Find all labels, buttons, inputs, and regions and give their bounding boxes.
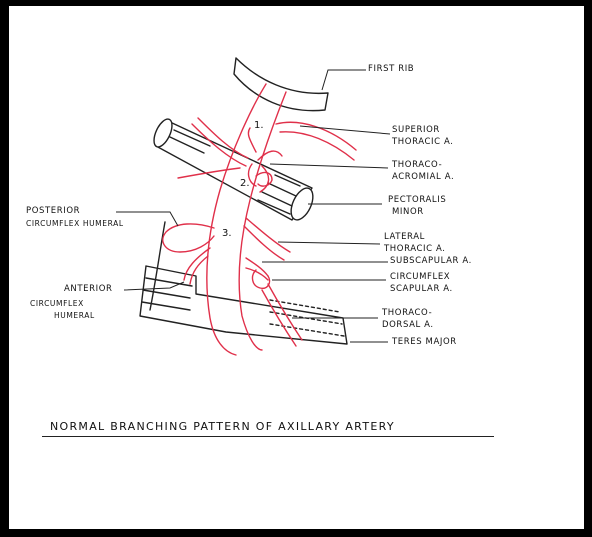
lateral-thoracic-label-2: THORACIC A. <box>384 244 446 254</box>
teres-major-shape <box>140 266 347 344</box>
thoracodorsal-label-1: THORACO- <box>382 308 432 318</box>
posterior-circumflex-leader <box>116 212 178 226</box>
subscapular-artery <box>246 258 268 280</box>
first-rib-shape <box>234 58 328 111</box>
part-one-number: 1. <box>254 120 264 131</box>
superior-thoracic-label-2: THORACIC A. <box>392 137 454 147</box>
teres-major-label: TERES MAJOR <box>392 337 457 347</box>
anterior-circumflex-label-2: CIRCUMFLEX <box>30 299 84 309</box>
superior-thoracic-leader <box>300 126 390 134</box>
first-rib-leader <box>322 70 366 90</box>
first-rib-label: FIRST RIB <box>368 64 414 74</box>
thoracoacromial-leader <box>270 164 388 168</box>
lateral-thoracic-artery <box>244 218 290 260</box>
anterior-circumflex-label-3: HUMERAL <box>54 311 95 321</box>
diagram-caption: NORMAL BRANCHING PATTERN OF AXILLARY ART… <box>50 420 395 433</box>
thoracodorsal-label-2: DORSAL A. <box>382 320 434 330</box>
circumflex-scapular-label-2: SCAPULAR A. <box>390 284 453 294</box>
pectoralis-minor-label-1: PECTORALIS <box>388 195 446 205</box>
thoracoacromial-label-2: ACROMIAL A. <box>392 172 454 182</box>
circumflex-scapular-label-1: CIRCUMFLEX <box>390 272 450 282</box>
superior-thoracic-artery <box>276 122 356 160</box>
posterior-circumflex-label-1: POSTERIOR <box>26 206 80 216</box>
posterior-circumflex-label-2: CIRCUMFLEX HUMERAL <box>26 219 124 229</box>
subscapular-label: SUBSCAPULAR A. <box>390 256 472 266</box>
anterior-circumflex-label-1: ANTERIOR <box>64 284 113 294</box>
posterior-circumflex-humeral-artery <box>163 224 214 252</box>
lateral-thoracic-label-1: LATERAL <box>384 232 425 242</box>
caption-underline <box>42 436 494 437</box>
part-two-number: 2. <box>240 178 250 189</box>
superior-thoracic-label-1: SUPERIOR <box>392 125 440 135</box>
lateral-thoracic-leader <box>278 242 380 244</box>
pectoralis-minor-label-2: MINOR <box>392 207 424 217</box>
part-three-number: 3. <box>222 228 232 239</box>
thoracoacromial-label-1: THORACO- <box>392 160 442 170</box>
